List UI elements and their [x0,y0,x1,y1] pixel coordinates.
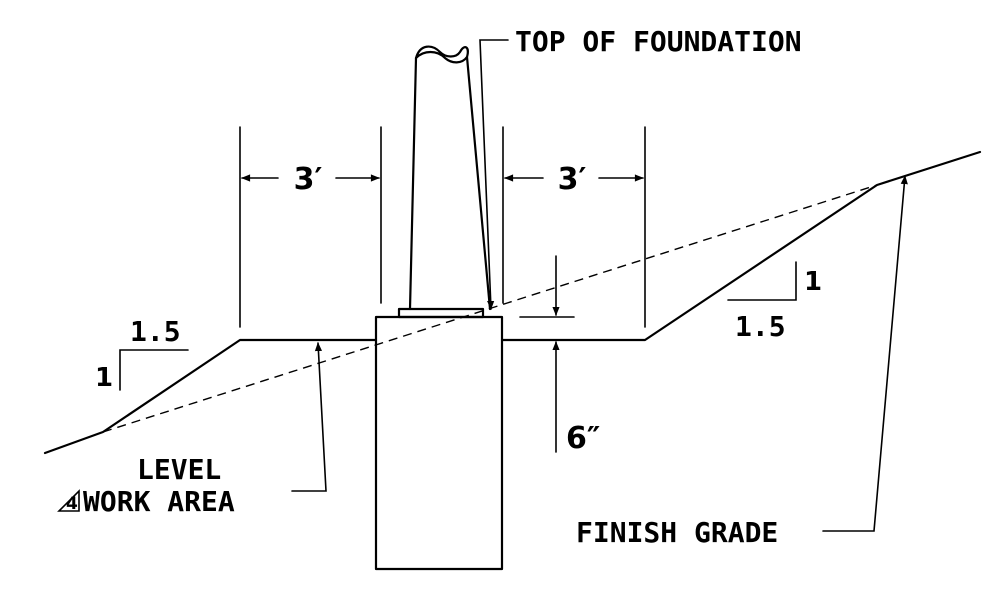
dim-left-label: 3′ [294,162,323,197]
slope-symbol-right [727,261,797,301]
level-work-area-leader [291,342,327,492]
slope-symbol-left [119,349,189,391]
ground-profile-right [500,150,982,342]
ground-profile-left [43,338,378,455]
level-label-line2: WORK AREA [83,485,235,518]
level-label-line1: LEVEL [137,453,221,486]
note-number-label: 4 [66,494,78,514]
note-triangle-icon [57,489,80,512]
top-of-foundation-label: TOP OF FOUNDATION [515,25,802,58]
finish-grade-label: FINISH GRADE [576,516,778,549]
six-inch-label: 6″ [566,421,600,456]
slope-right-rise-label: 1 [804,267,822,297]
base-plate [397,307,485,319]
foundation-block [374,315,504,571]
slope-right-run-label: 1.5 [735,310,786,343]
dim-right-label: 3′ [558,162,587,197]
slope-left-rise-label: 1 [95,363,113,393]
pole-top-break [414,45,469,64]
finish-grade-leader [822,175,908,532]
slope-left-run-label: 1.5 [130,315,181,348]
top-of-foundation-leader [479,39,509,310]
pole [408,55,492,311]
